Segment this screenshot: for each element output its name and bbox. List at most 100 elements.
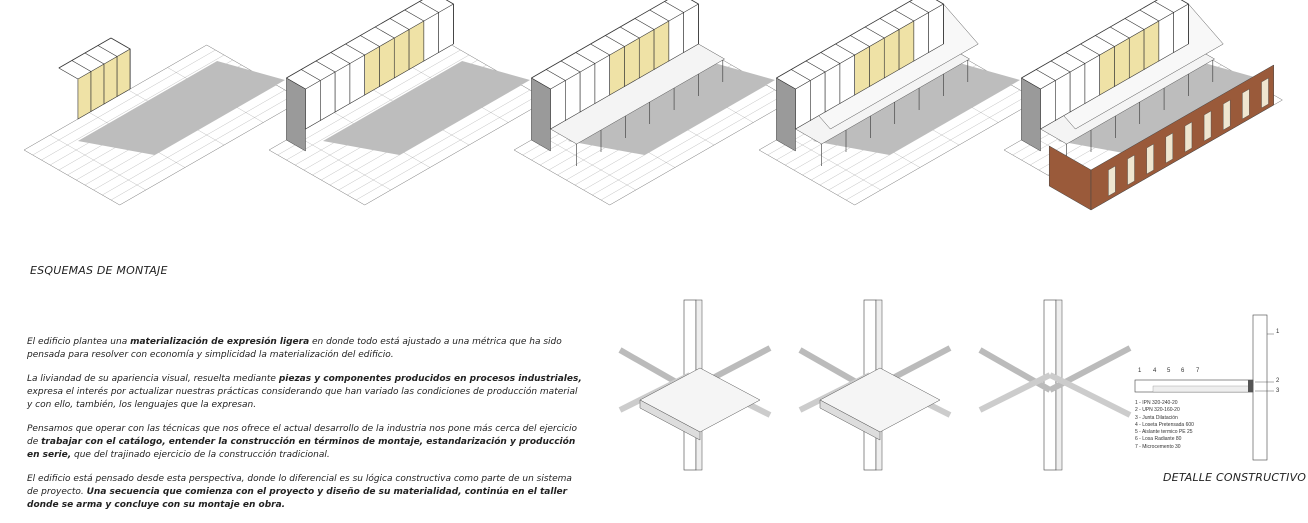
facade-module xyxy=(913,11,929,62)
paragraph: Pensamos que operar con las técnicas que… xyxy=(27,423,582,462)
facade-module xyxy=(438,3,454,54)
ground-line xyxy=(837,89,1021,196)
ground-line xyxy=(286,54,470,161)
detail-insulation xyxy=(1152,385,1254,393)
frame-beam xyxy=(560,60,581,73)
facade-module xyxy=(103,55,118,105)
description-text: El edificio plantea una materialización … xyxy=(27,336,582,523)
facade-module xyxy=(609,45,625,96)
facade-module xyxy=(898,20,915,71)
frame-beam xyxy=(374,26,395,39)
frame-beam xyxy=(360,35,380,47)
frame-top xyxy=(531,0,668,79)
facade-module xyxy=(1040,79,1056,130)
frame-beam xyxy=(531,77,551,90)
facade-module xyxy=(1173,3,1189,54)
beam xyxy=(978,372,1052,413)
end-wall xyxy=(531,77,551,152)
detail-title: DETALLE CONSTRUCTIVO xyxy=(1163,471,1307,484)
facade-module xyxy=(594,54,611,105)
detail-column xyxy=(1252,314,1268,461)
frame-beam xyxy=(835,43,855,56)
frame-beam xyxy=(97,45,118,57)
window xyxy=(1223,99,1231,131)
beam xyxy=(978,347,1052,393)
facade-module xyxy=(334,62,351,113)
detail-num-top-1: 1 xyxy=(1138,368,1142,374)
frame-edge xyxy=(110,37,131,50)
frame-beam xyxy=(84,52,105,65)
frame-beam xyxy=(330,52,351,64)
ground-line xyxy=(41,54,225,161)
facade-module xyxy=(393,28,410,79)
window xyxy=(1146,143,1154,175)
facade-module xyxy=(77,70,92,120)
ground-line xyxy=(785,134,881,191)
floor-panel-edge xyxy=(819,399,881,441)
legend-item: 6 - Losa Radiante 80 xyxy=(1135,436,1182,443)
facade-module xyxy=(320,71,336,122)
detail-num-side-1: 1 xyxy=(1276,329,1280,335)
text-run: expresa el interés por actualizar nuestr… xyxy=(27,387,578,410)
facade-module xyxy=(408,20,425,71)
frame-edge xyxy=(690,0,699,5)
facade-module xyxy=(90,63,105,113)
frame-beam xyxy=(1050,60,1071,73)
text-run: El edificio plantea una xyxy=(27,337,131,347)
frame-beam xyxy=(575,52,596,64)
detail-num-side-2: 2 xyxy=(1276,378,1280,384)
frame-edge xyxy=(445,0,454,5)
frame-beam xyxy=(864,26,885,39)
ground-line xyxy=(540,134,636,191)
ground-line xyxy=(102,89,286,196)
end-wall xyxy=(286,77,306,152)
end-wall xyxy=(1021,77,1041,152)
frame-beam xyxy=(1080,43,1100,56)
frame-beam xyxy=(58,67,79,80)
text-run: Pensamos que operar con las técnicas que… xyxy=(27,424,578,447)
legend-item: 4 - Loseta Pretensada 600 xyxy=(1135,421,1194,428)
frame-beam xyxy=(850,35,870,47)
window xyxy=(1165,132,1173,164)
facade-module xyxy=(305,79,321,130)
frame-beam xyxy=(71,60,92,72)
detail-num-side-3: 3 xyxy=(1276,388,1280,394)
frame-beam xyxy=(820,52,841,64)
window xyxy=(1261,77,1269,109)
detail-num-top-6: 6 xyxy=(1181,368,1185,374)
facade-module xyxy=(423,11,439,62)
frame-beam xyxy=(419,1,439,13)
facade-module xyxy=(795,79,811,130)
frame-top xyxy=(286,0,423,79)
facade-module xyxy=(869,37,885,88)
facade-module xyxy=(1158,11,1174,62)
text-run: que del trajinado ejercicio de la constr… xyxy=(71,450,330,460)
facade-module xyxy=(668,11,684,62)
facade-module xyxy=(1143,20,1160,71)
facade-module xyxy=(839,54,856,105)
facade-module xyxy=(1114,37,1130,88)
window xyxy=(1242,88,1250,120)
bold-phrase: materialización de expresión ligera xyxy=(130,337,310,347)
facade-module xyxy=(1069,62,1086,113)
frame-beam xyxy=(634,18,655,30)
frame-beam xyxy=(345,43,365,56)
frame-beam xyxy=(1109,26,1130,39)
floor-panel xyxy=(819,367,941,433)
window xyxy=(1184,121,1193,153)
floor-panel xyxy=(639,367,761,433)
shadow xyxy=(1057,61,1265,155)
frame-beam xyxy=(1154,1,1174,13)
text-run: en donde todo está ajustado a una métric… xyxy=(27,337,562,360)
facade-module xyxy=(579,62,596,113)
frame-beam xyxy=(1021,77,1041,90)
text-run: La liviandad de su apariencia visual, re… xyxy=(27,374,279,384)
assembly-diagrams xyxy=(23,0,1283,471)
frame-beam xyxy=(1036,69,1056,81)
shadow xyxy=(77,61,285,155)
frame-beam xyxy=(1095,35,1115,47)
legend-item: 1 - IPN 320-240-20 xyxy=(1135,400,1178,406)
frame-beam xyxy=(605,35,625,47)
facade-module xyxy=(1055,71,1071,122)
